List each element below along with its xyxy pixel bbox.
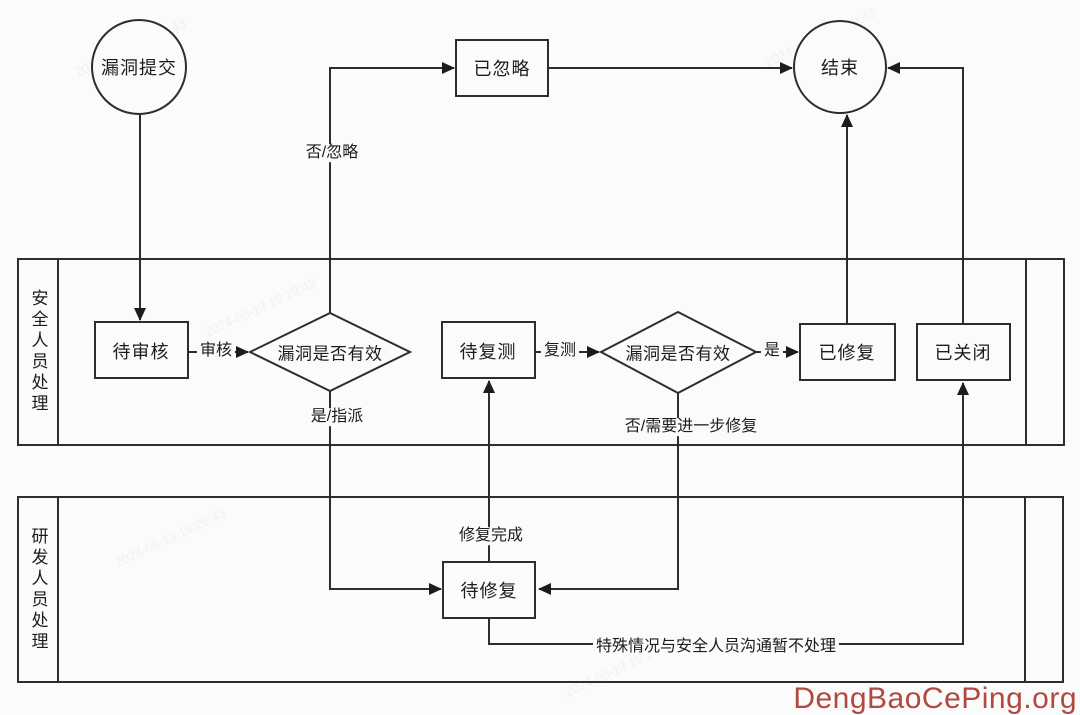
node-pending-retest-shape: [441, 321, 536, 379]
edge-decision1-to-ignored: [329, 62, 455, 313]
edge-label-no-ignore: 否/忽略: [302, 144, 362, 162]
node-fixed-label: 已修复: [818, 343, 876, 363]
node-decision2-shape: [598, 310, 759, 395]
site-watermark: DengBaoCePing.org: [793, 682, 1077, 715]
edge-label-no-need-further-fix: 否/需要进一步修复: [621, 418, 761, 436]
node-ignored-label: 已忽略: [473, 59, 531, 79]
node-pending-review-shape: [94, 321, 189, 379]
edge-decision1-to-pending-fix: [329, 391, 442, 595]
lane-security-frame: [17, 258, 1065, 446]
node-fixed-shape: [799, 323, 896, 381]
edge-label-yes-assign: 是/指派: [307, 408, 367, 426]
node-pending-fix-label: 待修复: [460, 581, 518, 601]
node-end-shape: [793, 20, 887, 114]
lane-rnd-title: 研发人员处理: [28, 527, 48, 653]
node-start-label: 漏洞提交: [101, 58, 177, 78]
edge-label-fix-done: 修复完成: [455, 527, 527, 545]
edge-closed-to-end: [887, 62, 964, 324]
node-closed-label: 已关闭: [934, 343, 992, 363]
edge-label-retest: 复测: [540, 342, 580, 360]
edge-label-special-case: 特殊情况与安全人员沟通暂不处理: [592, 638, 840, 656]
node-decision2-label: 漏洞是否有效: [625, 344, 731, 364]
node-decision1-label: 漏洞是否有效: [277, 344, 383, 364]
node-pending-review-label: 待审核: [112, 342, 170, 362]
node-end-label: 结束: [821, 58, 859, 78]
edge-label-review: 审核: [196, 342, 236, 360]
node-pending-fix-shape: [442, 561, 536, 619]
node-decision1-shape: [247, 311, 413, 393]
lane-rnd-frame: [17, 496, 1064, 683]
node-ignored-shape: [455, 39, 549, 97]
edge-decision2-to-pending-fix: [538, 393, 679, 595]
node-closed-shape: [916, 323, 1011, 381]
edge-label-yes: 是: [760, 342, 784, 360]
lane-security-title: 安全人员处理: [28, 289, 48, 415]
node-start-shape: [91, 19, 187, 115]
node-pending-retest-label: 待复测: [459, 342, 517, 362]
